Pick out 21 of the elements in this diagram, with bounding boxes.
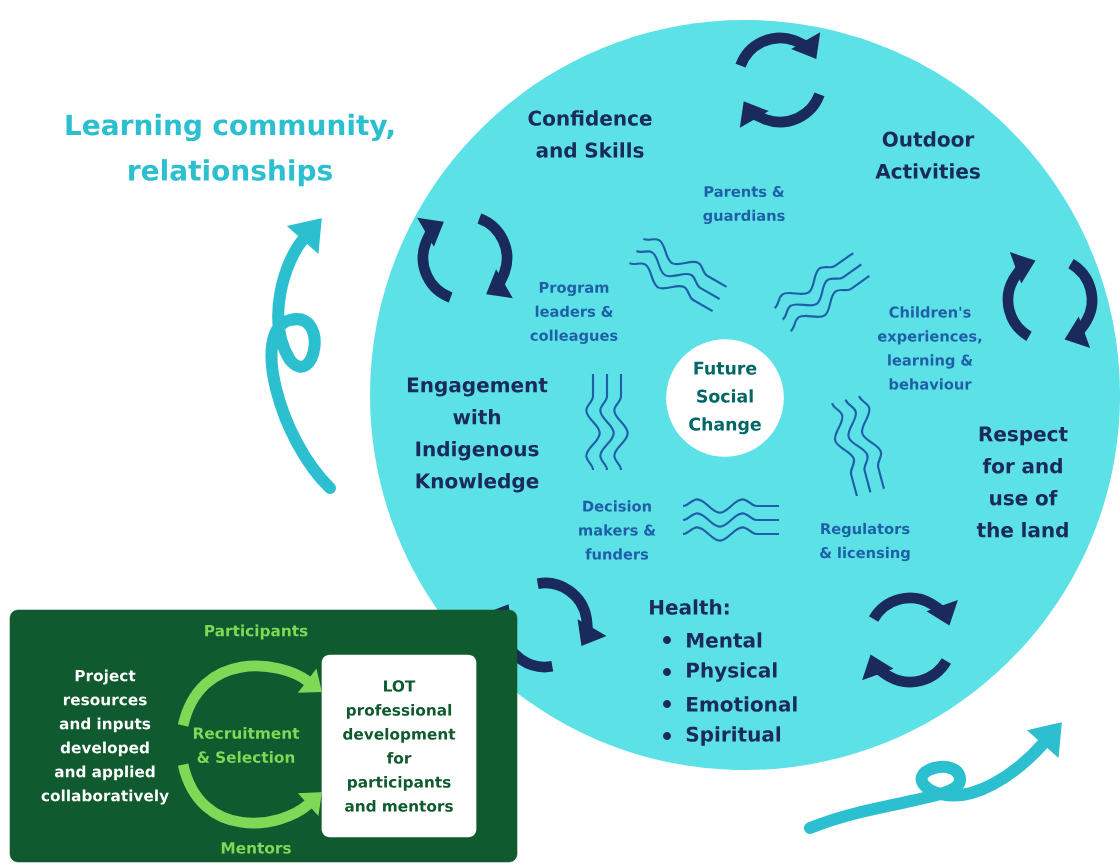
theme-label: Confidence and Skills — [528, 110, 652, 158]
bullet-item: Mental — [687, 632, 762, 648]
heading-label: Learning community, relationships — [66, 113, 394, 187]
list-heading: Health: — [650, 599, 729, 615]
theme-label: Engagement with Indigenous Knowledge — [407, 377, 548, 493]
bullet-item: Physical — [687, 662, 777, 682]
stakeholder-label: Parents & guardians — [703, 186, 785, 224]
stakeholder-label: Program leaders & colleagues — [530, 282, 618, 344]
stakeholder-label: Regulators & licensing — [820, 522, 910, 562]
process-label: Recruitment & Selection — [193, 727, 300, 763]
edge-label: Mentors — [221, 842, 291, 854]
bullet-item: Emotional — [687, 696, 797, 712]
stakeholder-label: Decision makers & funders — [579, 500, 656, 560]
stakeholder-label: Children's experiences, learning & behaviour — [877, 306, 982, 390]
arrow — [178, 660, 322, 728]
bullet-item: Spiritual — [686, 726, 781, 746]
theme-label: Outdoor Activities — [875, 131, 980, 179]
process-box: LOT professional development for participants and mentors — [321, 654, 477, 838]
theme-label: Respect for and use of the land — [976, 426, 1068, 538]
arrow — [178, 762, 322, 829]
edge-label: Participants — [205, 624, 308, 640]
